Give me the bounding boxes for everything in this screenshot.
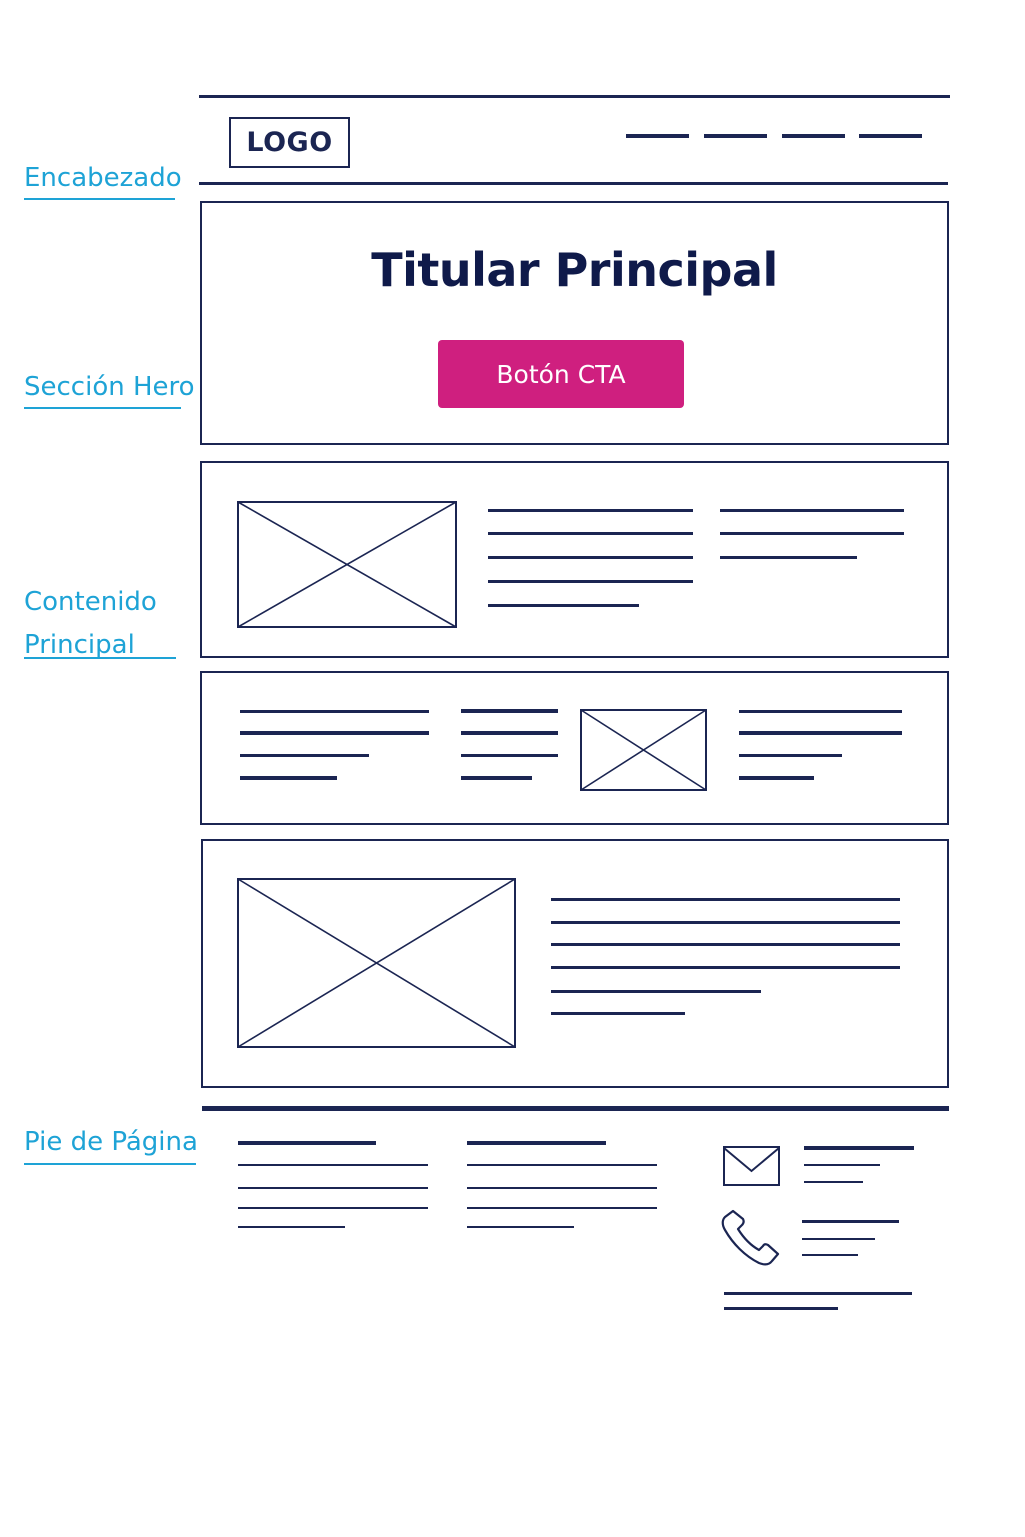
- content-block-2: [200, 671, 949, 825]
- footer-top-rule: [202, 1106, 949, 1111]
- text-line: [240, 710, 429, 713]
- label-pie-de-pagina: Pie de Página: [24, 1127, 198, 1157]
- label-encabezado-underline: [24, 198, 175, 200]
- footer-link[interactable]: [467, 1207, 657, 1209]
- text-line: [739, 754, 842, 757]
- header-top-rule: [199, 95, 950, 98]
- nav-item-2[interactable]: [704, 134, 767, 138]
- image-placeholder-icon: [580, 709, 707, 791]
- text-line: [488, 604, 639, 607]
- logo[interactable]: LOGO: [229, 117, 350, 168]
- text-line: [720, 509, 904, 512]
- content-block-3: [201, 839, 949, 1088]
- text-line: [739, 776, 814, 780]
- label-seccion-hero-underline: [24, 407, 181, 409]
- footer-link[interactable]: [467, 1164, 657, 1166]
- nav-item-1[interactable]: [626, 134, 689, 138]
- footer-col-2-heading: [467, 1141, 606, 1145]
- text-line: [720, 556, 857, 559]
- text-line: [461, 731, 558, 735]
- footer-link[interactable]: [238, 1226, 345, 1228]
- footer-col-1-heading: [238, 1141, 376, 1145]
- cta-button[interactable]: Botón CTA: [438, 340, 684, 408]
- footer-link[interactable]: [467, 1226, 574, 1228]
- footer-email-line: [804, 1164, 880, 1166]
- text-line: [488, 556, 693, 559]
- text-line: [739, 731, 902, 735]
- label-contenido-principal: Contenido Principal: [24, 587, 157, 660]
- footer-address-line: [724, 1292, 912, 1295]
- footer-link[interactable]: [238, 1164, 428, 1166]
- text-line: [488, 509, 693, 512]
- text-line: [551, 990, 761, 993]
- footer-address-line: [724, 1307, 838, 1310]
- footer-phone-line: [802, 1238, 875, 1240]
- nav-item-3[interactable]: [782, 134, 845, 138]
- footer-email-line: [804, 1181, 863, 1183]
- hero-headline: Titular Principal: [371, 243, 778, 297]
- text-line: [488, 532, 693, 535]
- footer-email-line: [804, 1146, 914, 1150]
- text-line: [551, 966, 900, 969]
- footer-phone-line: [802, 1254, 858, 1256]
- text-line: [240, 776, 337, 780]
- mail-icon[interactable]: [723, 1146, 780, 1186]
- label-encabezado: Encabezado: [24, 163, 182, 193]
- footer-link[interactable]: [238, 1187, 428, 1189]
- nav-item-4[interactable]: [859, 134, 922, 138]
- phone-icon[interactable]: [721, 1208, 781, 1266]
- content-block-1: [200, 461, 949, 658]
- text-line: [551, 898, 900, 901]
- text-line: [461, 754, 558, 757]
- text-line: [551, 1012, 685, 1015]
- label-pie-de-pagina-underline: [24, 1163, 196, 1165]
- text-line: [461, 709, 558, 713]
- footer-phone-line: [802, 1220, 899, 1223]
- text-line: [240, 754, 369, 757]
- text-line: [720, 532, 904, 535]
- image-placeholder-icon: [237, 878, 516, 1048]
- text-line: [551, 943, 900, 946]
- image-placeholder-icon: [237, 501, 457, 628]
- footer-link[interactable]: [238, 1207, 428, 1209]
- text-line: [551, 921, 900, 924]
- label-seccion-hero: Sección Hero: [24, 372, 195, 402]
- text-line: [461, 776, 532, 780]
- label-contenido-principal-underline: [24, 657, 176, 659]
- header-bottom-rule: [199, 182, 948, 185]
- text-line: [240, 731, 429, 735]
- text-line: [739, 710, 902, 713]
- text-line: [488, 580, 693, 583]
- footer-link[interactable]: [467, 1187, 657, 1189]
- hero-section: [200, 201, 949, 445]
